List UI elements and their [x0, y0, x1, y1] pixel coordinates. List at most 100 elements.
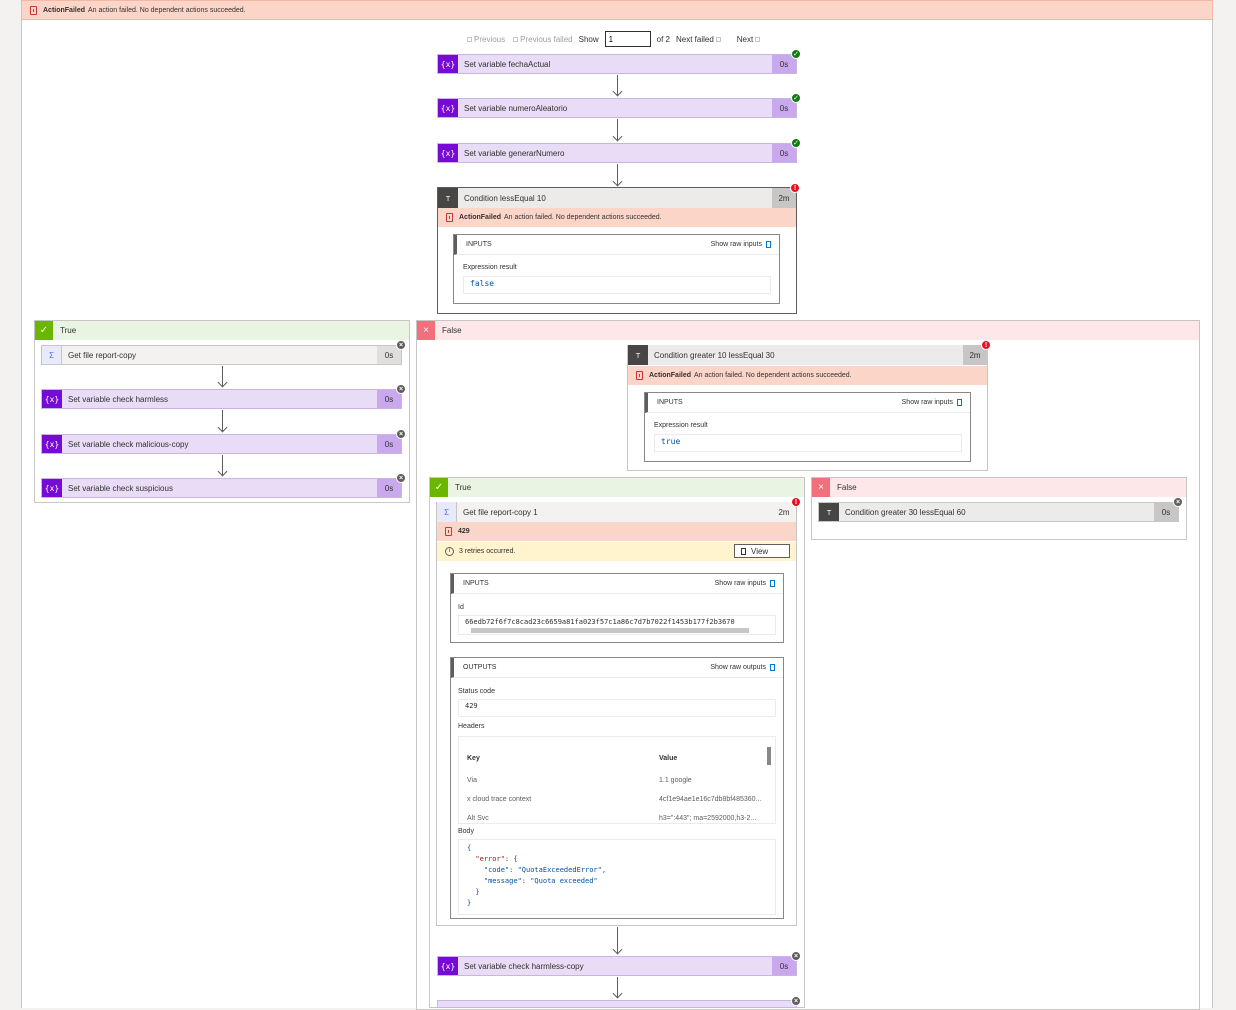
condition-header[interactable]: ⊤ Condition greater 10 lessEqual 30 2m	[628, 345, 987, 365]
error-icon	[636, 371, 643, 380]
action-duration: 0s	[772, 144, 796, 162]
error-icon	[30, 5, 37, 15]
condition-icon: ⊤	[628, 345, 648, 365]
inputs-label: INPUTS	[466, 241, 492, 248]
retries-text: 3 retries occurred.	[459, 548, 516, 555]
body-label: Body	[458, 828, 474, 835]
cross-icon: ×	[417, 321, 435, 340]
action-name: Set variable generarNumero	[464, 148, 565, 158]
banner-title: ActionFailed	[43, 6, 86, 14]
action-set-check-harmless-copy[interactable]: {x} Set variable check harmless-copy 0s	[437, 956, 797, 976]
status-code-label: Status code	[458, 688, 495, 695]
skipped-icon: ×	[791, 951, 801, 961]
key-column-header: Key	[467, 755, 480, 762]
header-value: 1.1 google	[659, 777, 692, 784]
error-message: An action failed. No dependent actions s…	[694, 372, 852, 379]
previous-failed-button[interactable]: Previous failed	[511, 35, 573, 44]
status-code-value: 429	[458, 699, 776, 717]
error-icon	[445, 527, 452, 536]
raw-document-icon	[957, 399, 962, 406]
skipped-icon: ×	[396, 340, 406, 350]
error-title: ActionFailed	[459, 214, 502, 221]
view-icon	[741, 547, 746, 555]
action-name: Set variable check harmless	[68, 394, 169, 404]
raw-document-icon	[766, 241, 771, 248]
error-status: 429	[458, 528, 470, 535]
success-check-icon: ✓	[791, 138, 801, 148]
branch-label: True	[60, 326, 77, 335]
action-duration: 0s	[377, 346, 401, 364]
variable-icon: {x}	[438, 957, 458, 975]
skipped-icon: ×	[791, 996, 801, 1006]
action-name: Set variable numeroAleatorio	[464, 103, 568, 113]
get-file-header[interactable]: Σ Get file report-copy 1 2m	[437, 502, 796, 522]
expression-value: true	[654, 434, 962, 452]
show-raw-inputs-link[interactable]: Show raw inputs	[711, 241, 771, 248]
check-icon: ✓	[35, 321, 53, 340]
of-label: of 2	[656, 34, 670, 44]
header-key: x cloud trace context	[467, 796, 532, 803]
header-key: Alt Svc	[467, 815, 489, 822]
action-name: Set variable fechaActual	[464, 59, 551, 69]
sigma-icon: Σ	[42, 346, 62, 364]
condition-name: Condition greater 10 lessEqual 30	[654, 350, 775, 360]
horizontal-scrollbar[interactable]	[471, 628, 749, 633]
variable-icon: {x}	[42, 479, 62, 497]
action-set-numeroAleatorio[interactable]: {x} Set variable numeroAleatorio 0s	[437, 98, 797, 118]
previous-button[interactable]: Previous	[465, 35, 505, 44]
branch-label: True	[455, 483, 472, 492]
action-duration: 0s	[377, 479, 401, 497]
action-duration: 0s	[772, 99, 796, 117]
info-icon: i	[445, 547, 454, 556]
condition-icon: ⊤	[438, 188, 458, 208]
inputs-label: INPUTS	[463, 580, 489, 587]
header-value: 4cf1e94ae1e16c7db8bf485360...	[659, 796, 762, 803]
skipped-icon: ×	[396, 384, 406, 394]
action-set-check-malicious-copy[interactable]: {x} Set variable check malicious-copy 0s	[41, 434, 402, 454]
value-column-header: Value	[659, 755, 678, 762]
iteration-input[interactable]	[604, 31, 651, 47]
next-action-partial[interactable]	[437, 1000, 797, 1008]
view-retries-button[interactable]: View	[734, 544, 790, 558]
condition-name: Condition greater 30 lessEqual 60	[845, 507, 966, 517]
condition-30-60[interactable]: ⊤ Condition greater 30 lessEqual 60 0s	[818, 502, 1179, 522]
check-icon: ✓	[430, 478, 448, 497]
show-raw-outputs-link[interactable]: Show raw outputs	[710, 664, 775, 671]
condition-error-bar: ActionFailed An action failed. No depend…	[628, 366, 987, 385]
action-name: Set variable check harmless-copy	[464, 961, 584, 971]
error-banner: ActionFailed An action failed. No depend…	[21, 0, 1213, 20]
show-raw-inputs-link[interactable]: Show raw inputs	[715, 580, 775, 587]
condition-duration: 2m	[772, 188, 796, 208]
error-title: ActionFailed	[649, 372, 692, 379]
branch-label: False	[837, 483, 857, 492]
action-set-generarNumero[interactable]: {x} Set variable generarNumero 0s	[437, 143, 797, 163]
action-get-file-report-copy[interactable]: Σ Get file report-copy 0s	[41, 345, 402, 365]
action-duration: 0s	[772, 957, 796, 975]
condition-name: Condition lessEqual 10	[464, 193, 546, 203]
action-set-check-suspicious[interactable]: {x} Set variable check suspicious 0s	[41, 478, 402, 498]
skipped-icon: ×	[1173, 497, 1183, 507]
variable-icon: {x}	[42, 390, 62, 408]
next-button[interactable]: Next	[737, 35, 762, 44]
condition-header[interactable]: ⊤ Condition lessEqual 10 2m	[438, 188, 796, 208]
variable-icon: {x}	[438, 99, 458, 117]
id-value: 66edb72f6f7c8cad23c6659a81fa023f57c1a86c…	[458, 615, 776, 635]
action-set-check-harmless[interactable]: {x} Set variable check harmless 0s	[41, 389, 402, 409]
action-duration: 0s	[377, 390, 401, 408]
condition-error-bar: ActionFailed An action failed. No depend…	[438, 208, 796, 227]
vertical-scrollbar[interactable]	[767, 747, 771, 765]
success-check-icon: ✓	[791, 49, 801, 59]
cross-icon: ×	[812, 478, 830, 497]
next-failed-button[interactable]: Next failed	[676, 35, 723, 44]
action-duration: 0s	[772, 55, 796, 73]
error-message: An action failed. No dependent actions s…	[504, 214, 662, 221]
success-check-icon: ✓	[791, 93, 801, 103]
action-name: Set variable check malicious-copy	[68, 439, 189, 449]
error-exclamation-icon: !	[791, 497, 801, 507]
show-raw-inputs-link[interactable]: Show raw inputs	[902, 399, 962, 406]
variable-icon: {x}	[42, 435, 62, 453]
action-set-fechaActual[interactable]: {x} Set variable fechaActual 0s	[437, 54, 797, 74]
